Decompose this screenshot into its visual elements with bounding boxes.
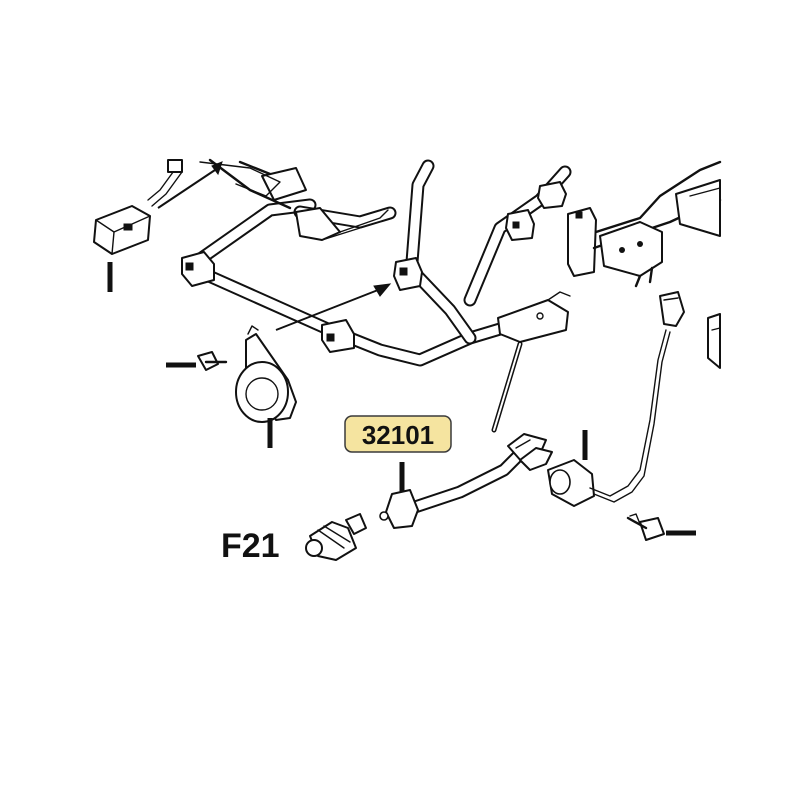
bolt-horn [197, 351, 228, 371]
wire-lead-32101 [379, 433, 553, 529]
electrical-connector-left [93, 159, 183, 255]
reference-label-f21: F21 [221, 527, 280, 565]
horn [235, 325, 297, 423]
pressure-switch-f21 [305, 513, 367, 561]
tubular-frame [181, 159, 572, 367]
bracket-assembly-right [567, 160, 722, 369]
rod [491, 341, 523, 433]
speed-sensor [547, 291, 685, 507]
part-number-label: 32101 [362, 420, 434, 450]
bolt-right [626, 513, 665, 541]
part-number-callout[interactable]: 32101 [344, 415, 452, 453]
pointer-arrows [157, 161, 392, 331]
harness-bracket-upper [199, 158, 307, 210]
part-number-badge [344, 415, 452, 453]
